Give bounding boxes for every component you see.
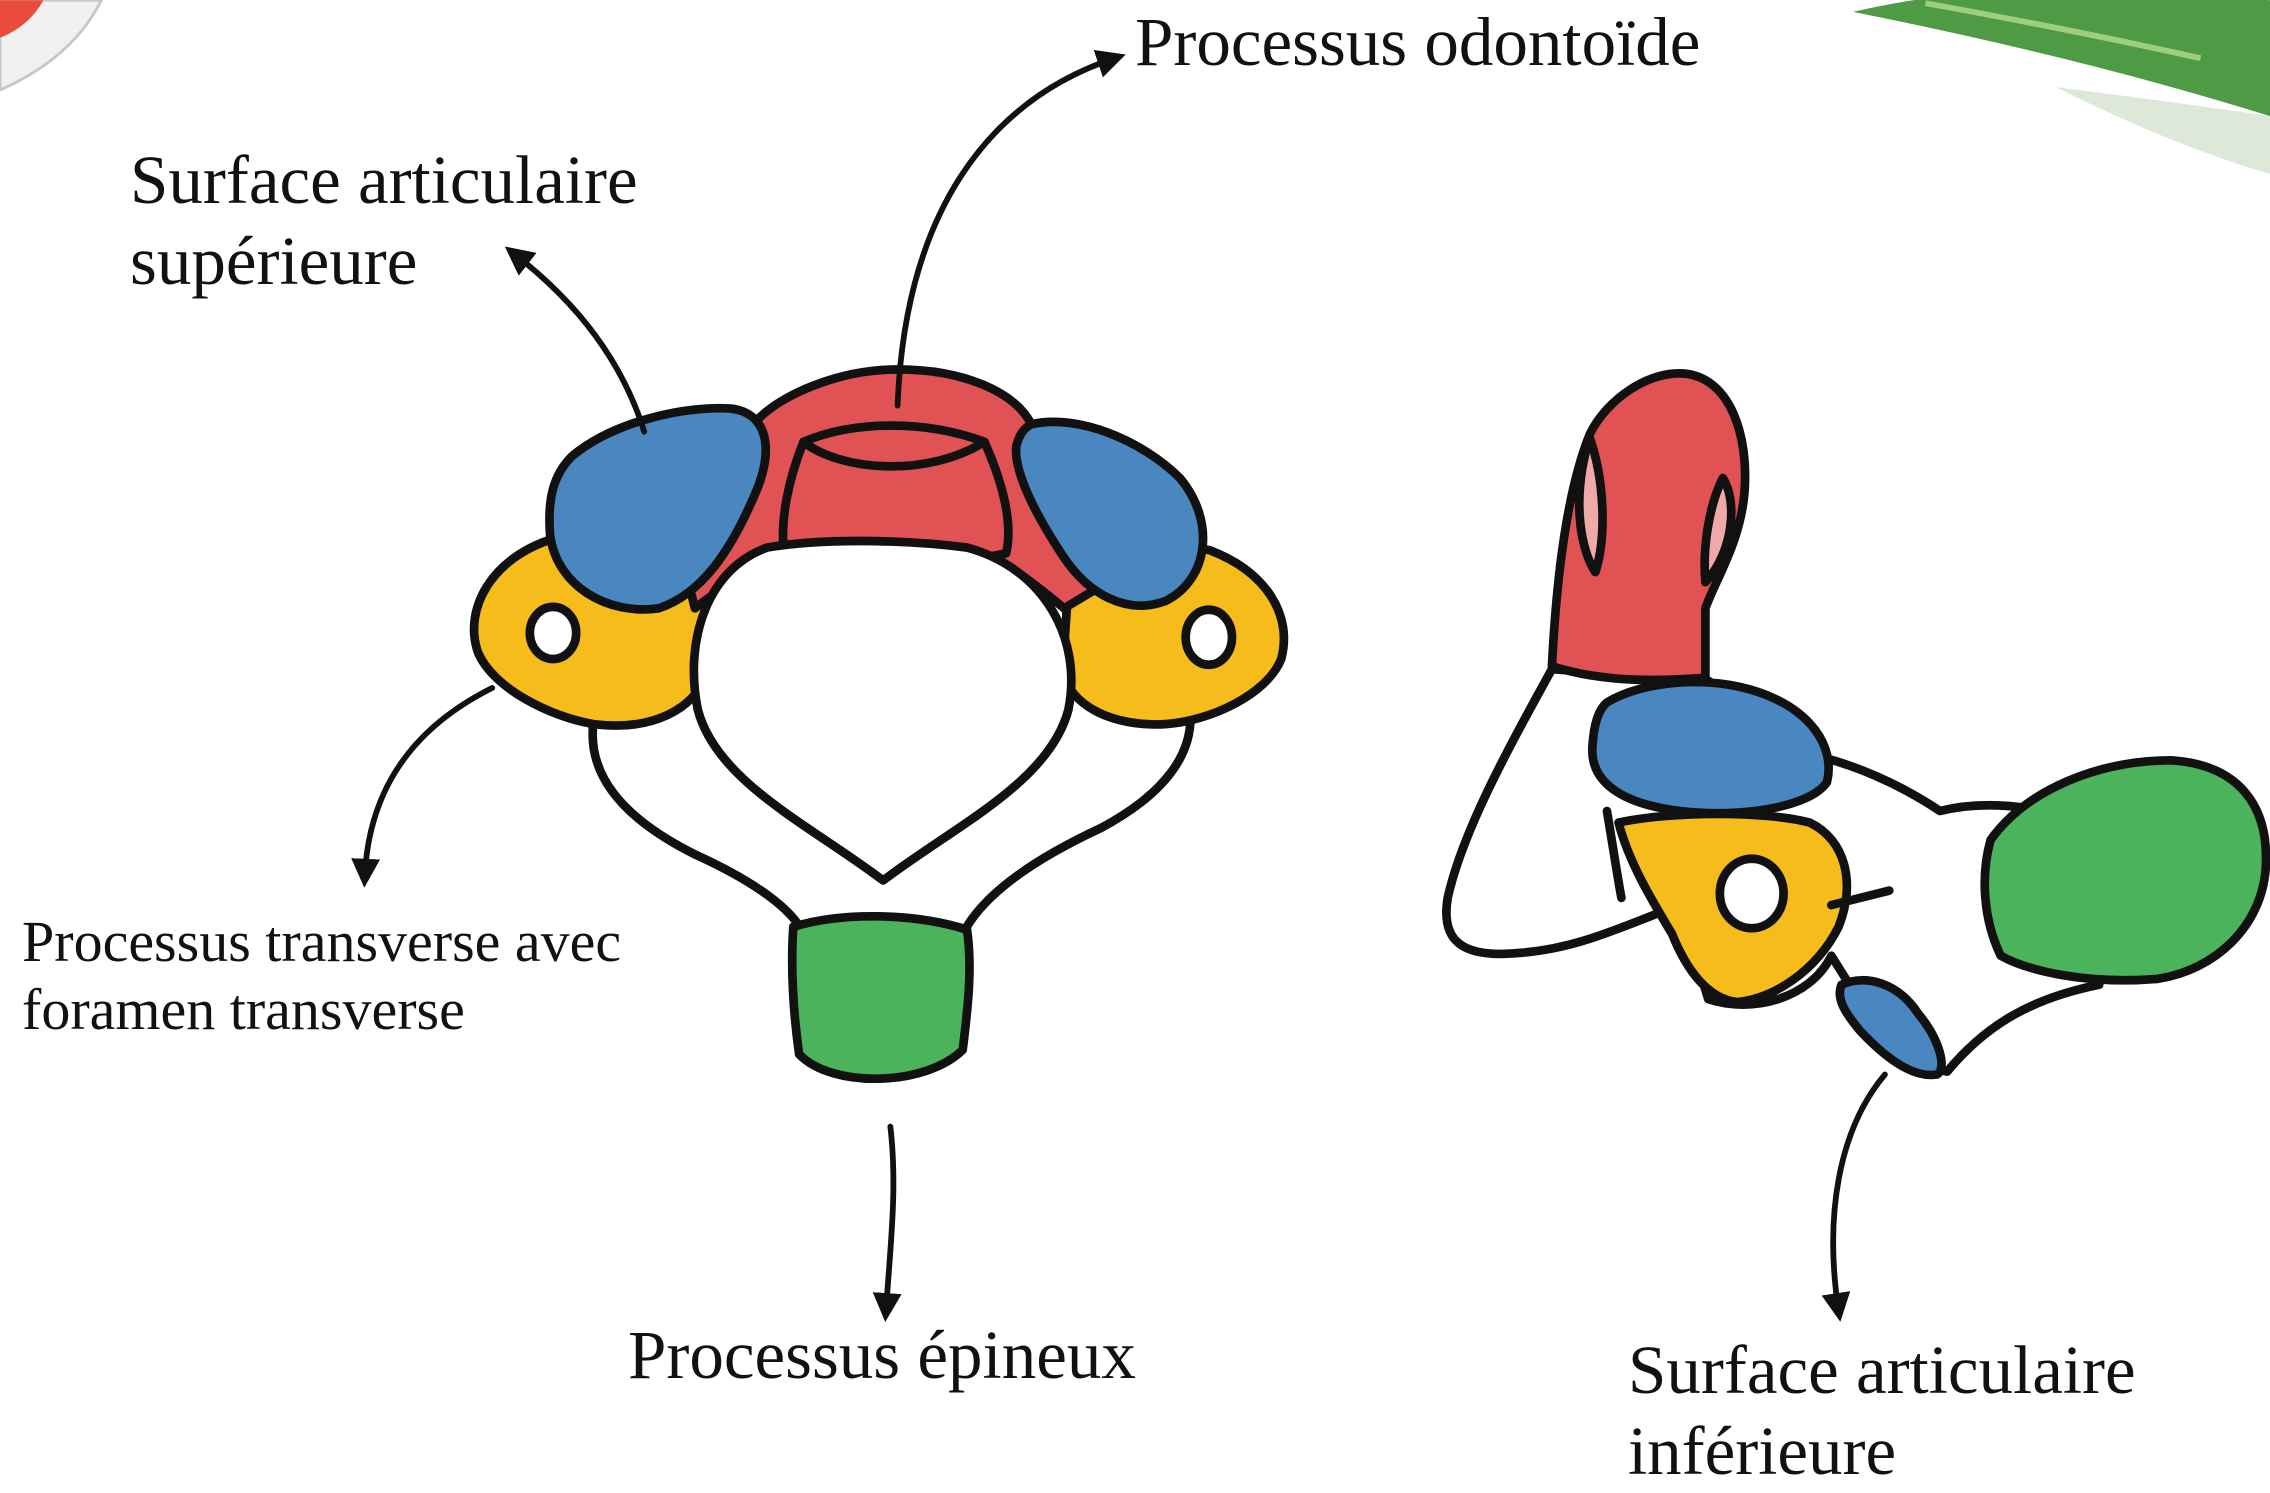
transverse-foramen-left bbox=[530, 607, 576, 659]
label-transverse: Processus transverse avec foramen transv… bbox=[22, 908, 621, 1045]
label-inferior-articular-line1: Surface articulaire bbox=[1628, 1330, 2136, 1411]
odontoid-pale-facet bbox=[1579, 437, 1602, 572]
vertebra-side-view bbox=[1446, 373, 2266, 1075]
spinous-process bbox=[792, 916, 969, 1078]
label-transverse-line2: foramen transverse bbox=[22, 976, 621, 1044]
label-superior-articular-line1: Surface articulaire bbox=[130, 140, 638, 221]
top-left-decoration bbox=[0, 0, 101, 90]
label-superior-articular-line2: supérieure bbox=[130, 221, 638, 302]
arrow-inferior-articular bbox=[1833, 1074, 1885, 1310]
superior-articular-facet-side bbox=[1592, 682, 1828, 813]
arrow-spinous bbox=[886, 1127, 893, 1311]
label-superior-articular: Surface articulaire supérieure bbox=[130, 140, 638, 303]
spinous-process-side bbox=[1985, 760, 2266, 980]
label-inferior-articular-line2: inférieure bbox=[1628, 1411, 2136, 1492]
top-right-leaf-decoration bbox=[1853, 0, 2270, 174]
label-odontoid: Processus odontoïde bbox=[1135, 2, 1700, 83]
label-spinous: Processus épineux bbox=[628, 1315, 1136, 1396]
arrow-odontoid bbox=[898, 58, 1115, 405]
transverse-foramen-side bbox=[1720, 859, 1784, 928]
transverse-foramen-right bbox=[1186, 610, 1232, 665]
arrow-transverse bbox=[365, 688, 492, 876]
label-transverse-line1: Processus transverse avec bbox=[22, 908, 621, 976]
label-inferior-articular: Surface articulaire inférieure bbox=[1628, 1330, 2136, 1493]
